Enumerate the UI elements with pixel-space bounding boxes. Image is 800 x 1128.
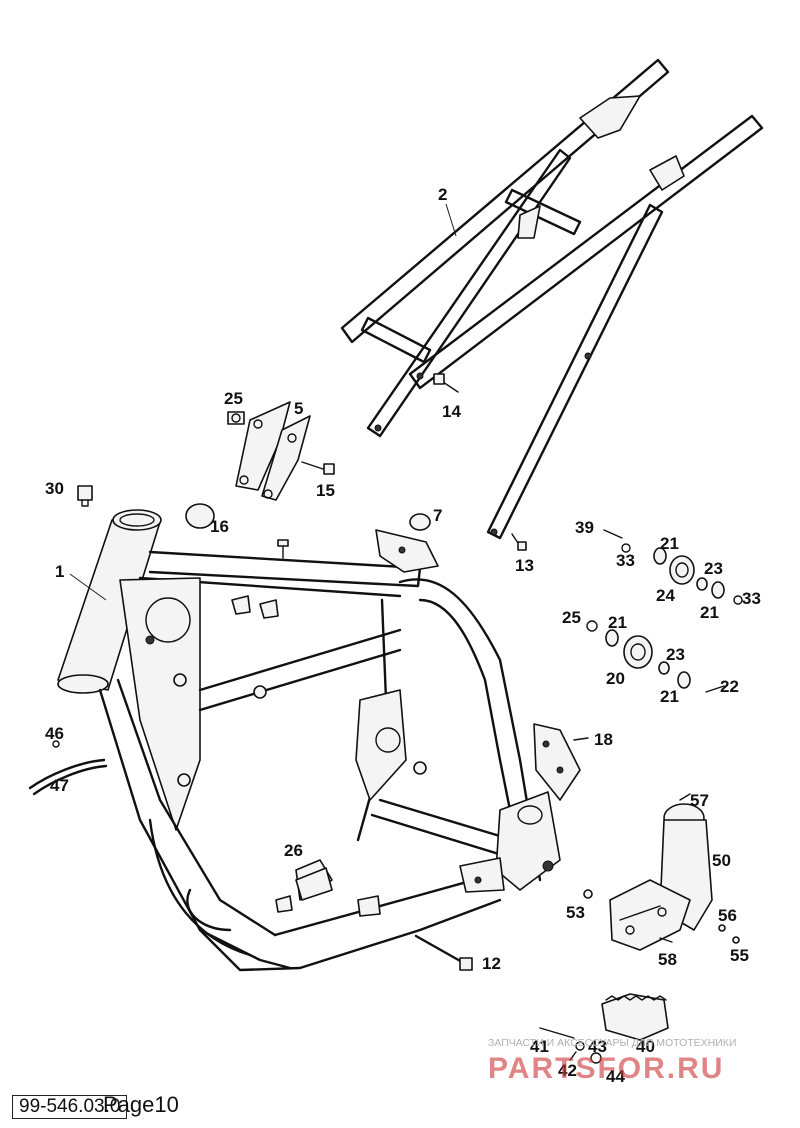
callout-25: 25 [224,389,243,408]
callout-33: 33 [616,551,635,570]
callout-47: 47 [50,776,69,795]
callout-21: 21 [660,534,679,553]
reservoir-part-50 [583,793,740,951]
callout-12: 12 [482,954,501,973]
callout-1: 1 [55,562,64,581]
callout-21: 21 [608,613,627,632]
callout-56: 56 [718,906,737,925]
footpeg-part-40 [539,993,669,1064]
callout-40: 40 [636,1037,655,1056]
callout-50: 50 [712,851,731,870]
callout-26: 26 [284,841,303,860]
callout-21: 21 [660,687,679,706]
watermark-tagline: ЗАПЧАСТИ И АКСЕССУАРЫ ДЛЯ МОТОТЕХНИКИ [488,1037,736,1049]
callout-22: 22 [720,677,739,696]
callout-18: 18 [594,730,613,749]
callout-13: 13 [515,556,534,575]
callout-14: 14 [442,402,461,421]
page-number: Page10 [103,1092,179,1117]
callout-44: 44 [606,1067,625,1086]
callout-2: 2 [438,185,447,204]
callout-25: 25 [562,608,581,627]
callout-43: 43 [588,1037,607,1056]
callout-57: 57 [690,791,709,810]
document-code: 99-546.03.0 [12,1095,128,1119]
watermark: ЗАПЧАСТИ И АКСЕССУАРЫ ДЛЯ МОТОТЕХНИКИ PA… [488,1037,736,1085]
callout-23: 23 [704,559,723,578]
callout-55: 55 [730,946,749,965]
callout-30: 30 [45,479,64,498]
callout-42: 42 [558,1061,577,1080]
callout-23: 23 [666,645,685,664]
callout-24: 24 [656,586,675,605]
callout-16: 16 [210,517,229,536]
callout-labels: 2 25 5 14 15 30 16 7 1 39 21 13 33 23 24… [45,185,761,1086]
main-frame-part-1 [57,509,581,972]
callout-7: 7 [433,506,442,525]
callout-41: 41 [530,1037,549,1056]
small-parts [28,373,743,971]
callout-58: 58 [658,950,677,969]
watermark-logo: PARTSFOR.RU [488,1052,724,1085]
callout-33: 33 [742,589,761,608]
callout-53: 53 [566,903,585,922]
callout-5: 5 [294,399,303,418]
callout-20: 20 [606,669,625,688]
callout-15: 15 [316,481,335,500]
callout-46: 46 [45,724,64,743]
callout-39: 39 [575,518,594,537]
subframe-part-2 [340,58,764,540]
callout-21: 21 [700,603,719,622]
